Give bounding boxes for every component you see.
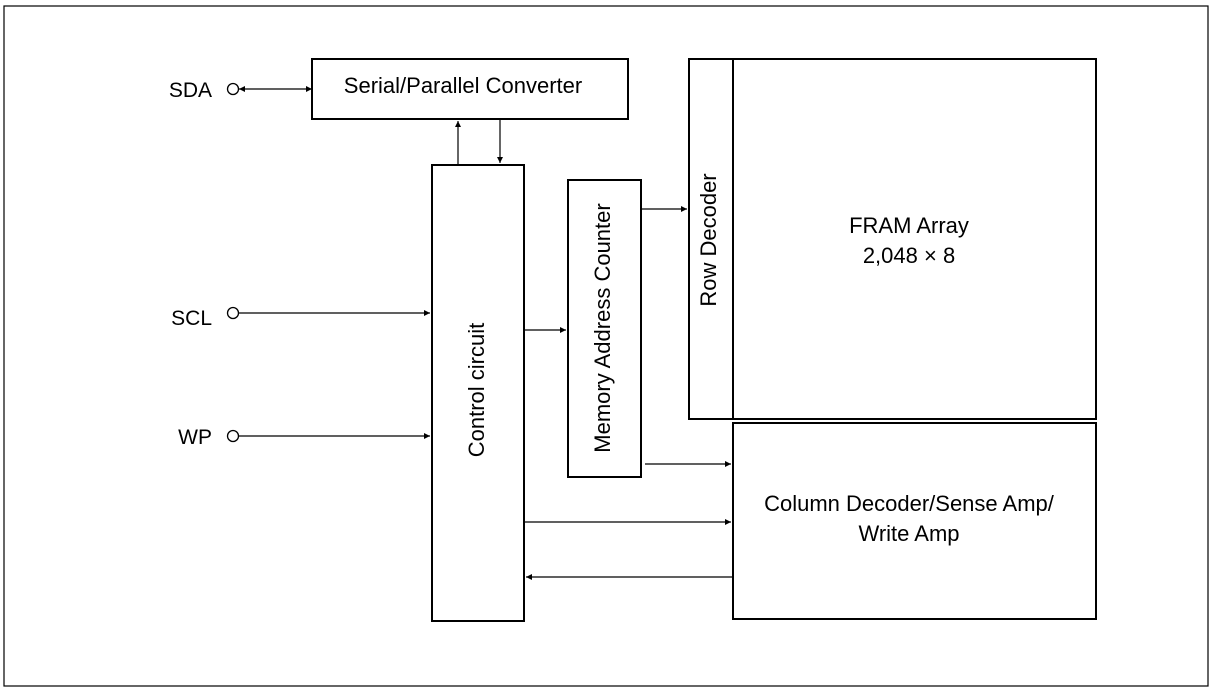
fram-array-block: FRAM Array 2,048 × 8 [688,58,1097,420]
row-decoder-label: Row Decoder [696,173,721,306]
row-decoder-block: Row Decoder [688,58,734,420]
serial-parallel-converter-label: Serial/Parallel Converter [344,73,582,98]
serial-parallel-converter-block: Serial/Parallel Converter [311,58,629,120]
memory-address-counter-label: Memory Address Counter [590,203,615,452]
sda-pin-label: SDA [169,79,212,102]
wp-pin-label: WP [178,426,212,449]
control-circuit-block: Control circuit [431,164,525,622]
control-circuit-label: Control circuit [464,323,489,457]
sda-pin-terminal [226,82,240,96]
column-decoder-block: Column Decoder/Sense Amp/ Write Amp [732,422,1097,620]
wp-pin: WP [178,426,240,449]
scl-pin-label: SCL [171,307,212,330]
wp-pin-terminal [226,429,240,443]
sda-pin: SDA [169,79,240,102]
scl-pin-terminal [226,306,240,320]
memory-address-counter-block: Memory Address Counter [567,179,642,478]
fram-array-title: FRAM Array [849,213,969,238]
scl-pin: SCL [171,306,240,330]
column-decoder-line2: Write Amp [858,521,959,546]
column-decoder-line1: Column Decoder/Sense Amp/ [764,491,1055,516]
fram-array-size: 2,048 × 8 [863,243,955,268]
